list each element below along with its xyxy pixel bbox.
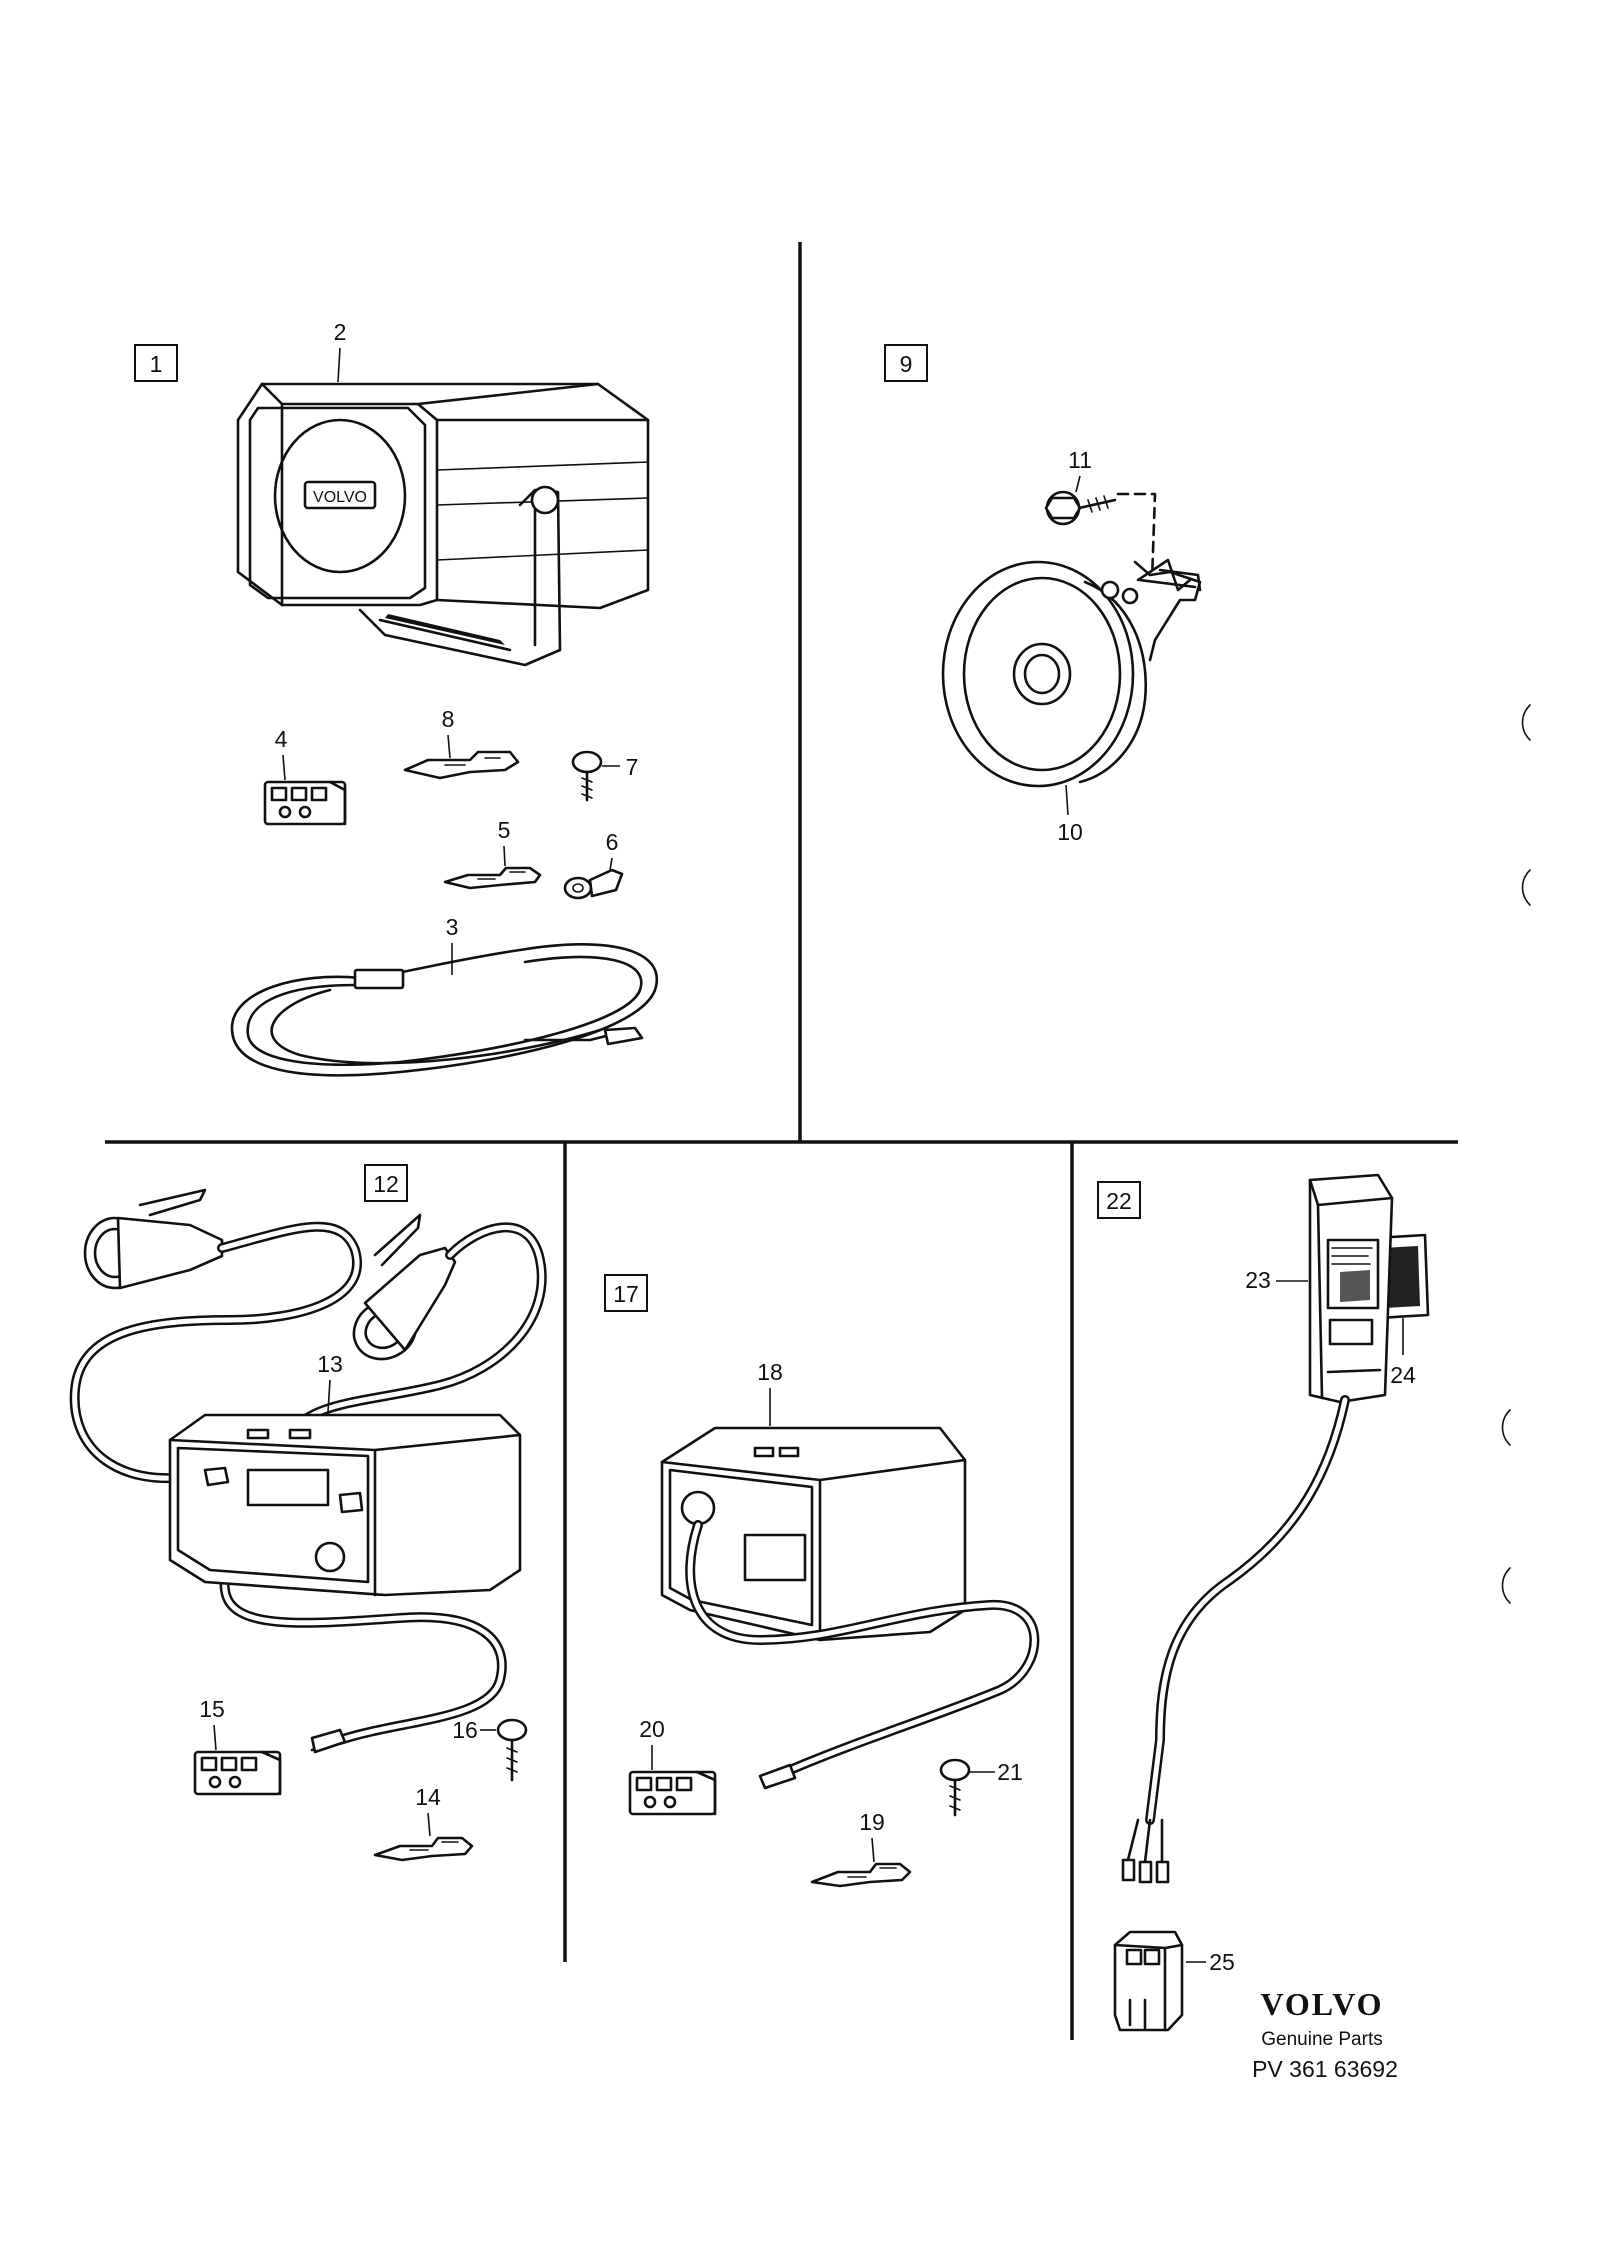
group-9: 9 11 10 <box>884 344 1202 845</box>
connector-part-4[interactable] <box>263 780 347 826</box>
group-9-box <box>884 344 928 382</box>
siren-part-2[interactable]: VOLVO <box>236 382 650 667</box>
horn-part-10[interactable] <box>941 558 1202 788</box>
footer: VOLVO Genuine Parts PV 361 63692 <box>1252 1986 1398 2082</box>
label-16: 16 <box>452 1717 478 1743</box>
label-18: 18 <box>757 1359 783 1385</box>
siren-brand-text: VOLVO <box>313 489 367 506</box>
label-11: 11 <box>1068 447 1092 473</box>
group-1-box <box>134 344 178 382</box>
label-15: 15 <box>199 1696 225 1722</box>
section-dividers <box>105 242 1458 2040</box>
terminal-part-14[interactable] <box>373 1836 474 1862</box>
group-17: 17 18 20 <box>604 1274 1040 1888</box>
group-9-label: 9 <box>900 351 913 377</box>
connector-part-25[interactable] <box>1113 1930 1184 2032</box>
group-1: 1 VOLVO 2 8 <box>134 319 659 1077</box>
label-6: 6 <box>606 829 619 855</box>
label-8: 8 <box>442 706 455 732</box>
connector-part-20[interactable] <box>628 1770 717 1816</box>
footer-subtitle: Genuine Parts <box>1261 2029 1382 2050</box>
group-22: 22 24 23 <box>1097 1173 1430 2032</box>
control-unit-part-18[interactable] <box>660 1426 967 1642</box>
connector-part-15[interactable] <box>193 1750 282 1796</box>
cable-part-3[interactable] <box>230 943 659 1077</box>
screw-part-7[interactable] <box>571 750 603 802</box>
label-13: 13 <box>317 1351 343 1377</box>
group-22-label: 22 <box>1106 1188 1132 1214</box>
label-24: 24 <box>1390 1362 1416 1388</box>
label-14: 14 <box>415 1784 441 1810</box>
label-20: 20 <box>639 1716 665 1742</box>
cable-23 <box>1121 1395 1350 1884</box>
terminal-part-19[interactable] <box>810 1862 912 1888</box>
terminal-part-5[interactable] <box>443 866 542 890</box>
label-2: 2 <box>334 319 347 345</box>
label-25: 25 <box>1209 1949 1235 1975</box>
group-17-label: 17 <box>613 1281 639 1307</box>
label-10: 10 <box>1057 819 1083 845</box>
label-7: 7 <box>626 754 639 780</box>
screw-part-16[interactable] <box>496 1718 528 1782</box>
glass-sensor-part-23[interactable] <box>1308 1173 1394 1404</box>
footer-code: PV 361 63692 <box>1252 2056 1398 2082</box>
group-22-box <box>1097 1181 1141 1219</box>
label-5: 5 <box>498 817 511 843</box>
label-3: 3 <box>446 914 459 940</box>
bolt-part-11[interactable] <box>1044 490 1157 582</box>
ring-terminal-part-6[interactable] <box>563 868 624 900</box>
label-19: 19 <box>859 1809 885 1835</box>
group-12: 12 <box>69 1164 547 1862</box>
label-23: 23 <box>1245 1267 1271 1293</box>
footer-brand: VOLVO <box>1260 1986 1383 2022</box>
control-unit-part-13[interactable] <box>168 1413 522 1597</box>
margin-marks <box>1501 704 1531 1604</box>
group-12-label: 12 <box>373 1171 399 1197</box>
label-21: 21 <box>997 1759 1023 1785</box>
cable-18 <box>685 1520 1040 1790</box>
label-4: 4 <box>275 726 288 752</box>
group-12-box <box>364 1164 408 1202</box>
screw-part-21[interactable] <box>939 1758 971 1817</box>
terminal-part-8[interactable] <box>403 750 520 780</box>
group-1-label: 1 <box>150 351 163 377</box>
group-17-box <box>604 1274 648 1312</box>
